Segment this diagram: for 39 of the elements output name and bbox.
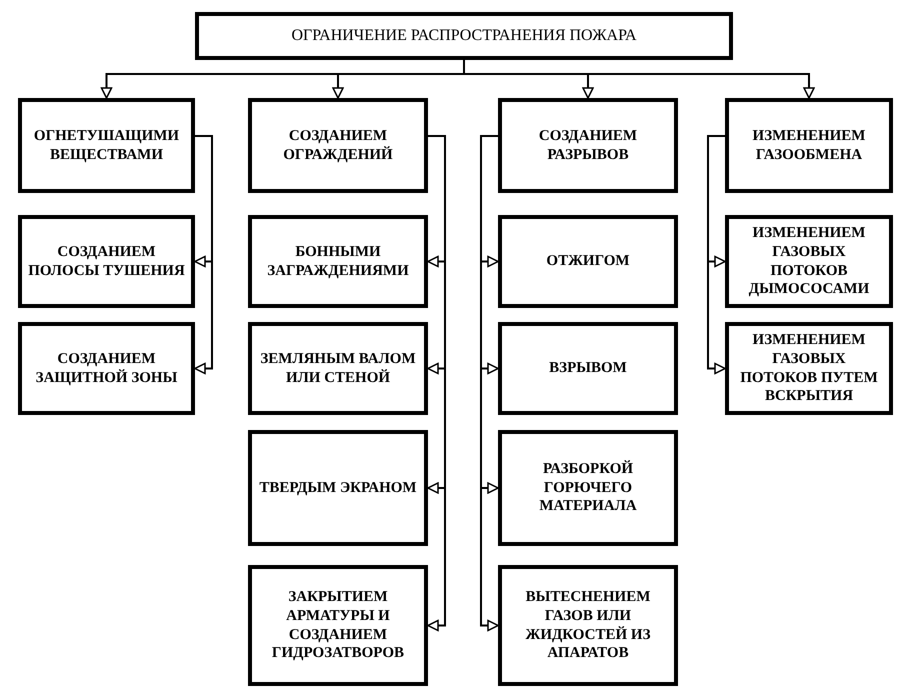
method-text: СОЗДАНИЕМ РАЗРЫВОВ	[538, 126, 638, 164]
method-box	[18, 215, 195, 308]
title-text: ОГРАНИЧЕНИЕ РАСПРОСТРАНЕНИЯ ПОЖАРА	[291, 26, 637, 46]
method-box	[498, 98, 678, 193]
method-text: ЗЕМЛЯНЫМ ВАЛОМ ИЛИ СТЕНОЙ	[259, 350, 417, 388]
method-text: ИЗМЕНЕНИЕМ ГАЗОВЫХ ПОТОКОВ ДЫМОСОСАМИ	[748, 224, 870, 299]
method-text: БОННЫМИ ЗАГРАЖДЕНИЯМИ	[266, 242, 410, 280]
method-box	[498, 215, 678, 308]
method-box	[248, 322, 428, 415]
method-text: ОТЖИГОМ	[546, 252, 630, 271]
method-box	[18, 98, 195, 193]
method-text: СОЗДАНИЕМ ПОЛОСЫ ТУШЕНИЯ	[27, 242, 186, 280]
method-text: РАЗБОРКОЙ ГОРЮЧЕГО МАТЕРИАЛА	[538, 460, 638, 516]
method-box	[725, 98, 893, 193]
method-text: ВЫТЕСНЕНИЕМ ГАЗОВ ИЛИ ЖИДКОСТЕЙ ИЗ АПАРАТОВ	[524, 588, 652, 663]
method-text: ИЗМЕНЕНИЕМ ГАЗООБМЕНА	[752, 126, 866, 164]
method-box	[498, 430, 678, 546]
method-box	[725, 322, 893, 415]
method-text: ВЗРЫВОМ	[549, 359, 627, 378]
arrow	[427, 135, 446, 632]
method-text: ТВЕРДЫМ ЭКРАНОМ	[259, 478, 417, 498]
method-text: СОЗДАНИЕМ ОГРАЖДЕНИЙ	[282, 126, 394, 164]
method-box	[498, 565, 678, 686]
method-box	[725, 215, 893, 308]
method-box	[248, 430, 428, 546]
method-text: ЗАКРЫТИЕМ АРМАТУРЫ И СОЗДАНИЕМ ГИДРОЗАТВОРОВ	[270, 588, 406, 663]
method-text: ИЗМЕНЕНИЕМ ГАЗОВЫХ ПОТОКОВ ПУТЕМ ВСКРЫТИЯ	[739, 331, 879, 406]
method-box	[248, 215, 428, 308]
arrow	[707, 135, 726, 374]
method-text: СОЗДАНИЕМ ЗАЩИТНОЙ ЗОНЫ	[34, 350, 178, 388]
method-box	[18, 322, 195, 415]
arrow	[194, 135, 213, 374]
method-box	[248, 565, 428, 686]
method-box	[498, 322, 678, 415]
arrow	[463, 60, 815, 99]
method-box	[248, 98, 428, 193]
title-box	[195, 12, 733, 60]
method-text: ОГНЕТУШАЩИМИ ВЕЩЕСТВАМИ	[32, 126, 180, 164]
arrow	[480, 135, 499, 632]
